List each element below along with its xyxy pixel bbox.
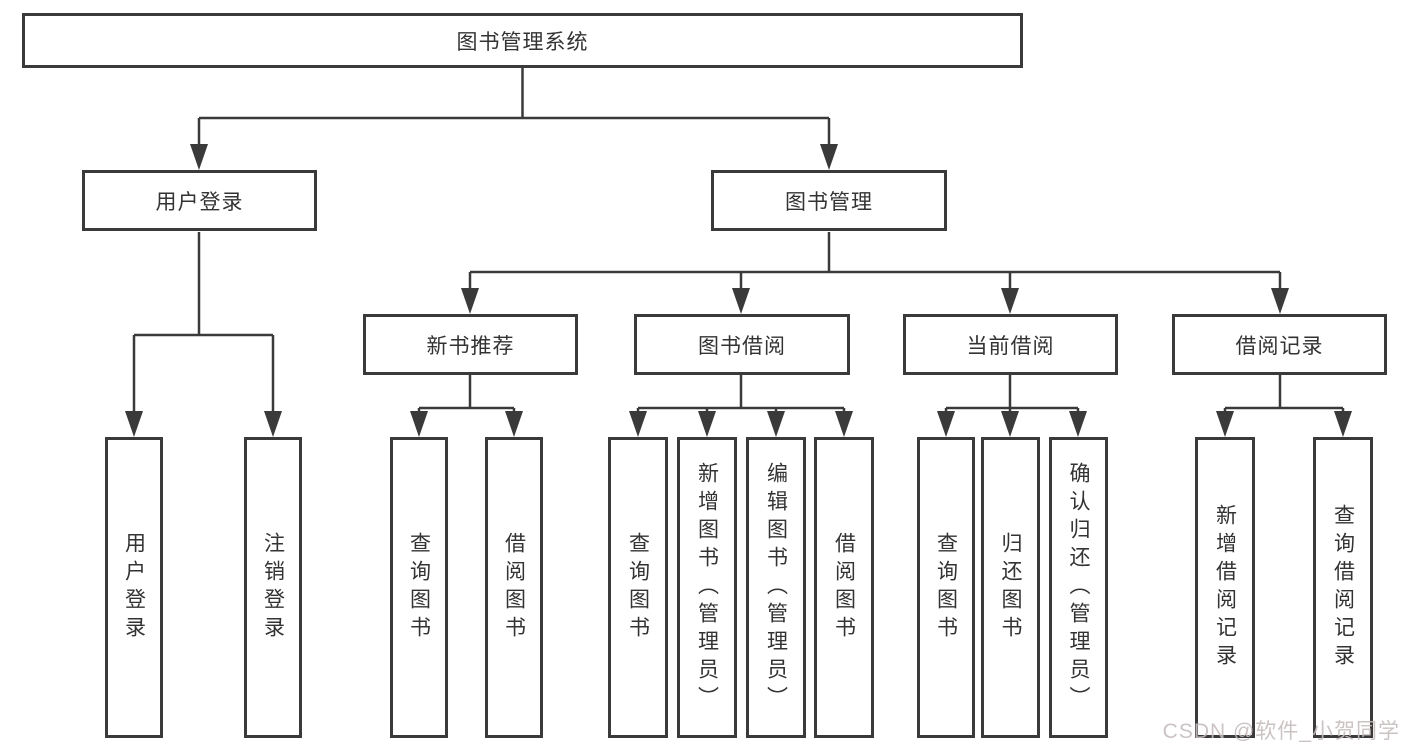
node-book-management-module: 图书管理 (711, 170, 947, 231)
node-user-login-module: 用户登录 (82, 170, 317, 231)
leaf-add-books-admin: 新增图书（管理员） (677, 437, 737, 738)
node-borrowing-records: 借阅记录 (1172, 314, 1387, 375)
leaf-query-books-borrowing: 查询图书 (608, 437, 668, 738)
leaf-query-books-recommend: 查询图书 (390, 437, 448, 738)
node-book-borrowing: 图书借阅 (634, 314, 850, 375)
leaf-confirm-return-admin: 确认归还（管理员） (1049, 437, 1108, 738)
node-library-management-system: 图书管理系统 (22, 13, 1023, 68)
node-new-book-recommend: 新书推荐 (363, 314, 578, 375)
leaf-borrow-books-borrowing: 借阅图书 (814, 437, 874, 738)
leaf-user-login: 用户登录 (105, 437, 163, 738)
node-current-borrowing: 当前借阅 (903, 314, 1118, 375)
leaf-borrow-books-recommend: 借阅图书 (485, 437, 543, 738)
leaf-query-books-current: 查询图书 (917, 437, 975, 738)
leaf-query-borrow-record: 查询借阅记录 (1313, 437, 1373, 738)
leaf-return-books: 归还图书 (981, 437, 1040, 738)
csdn-watermark: CSDN @软件_小贺同学 (1162, 720, 1400, 743)
leaf-logout: 注销登录 (244, 437, 302, 738)
leaf-edit-books-admin: 编辑图书（管理员） (746, 437, 806, 738)
leaf-add-borrow-record: 新增借阅记录 (1195, 437, 1255, 738)
